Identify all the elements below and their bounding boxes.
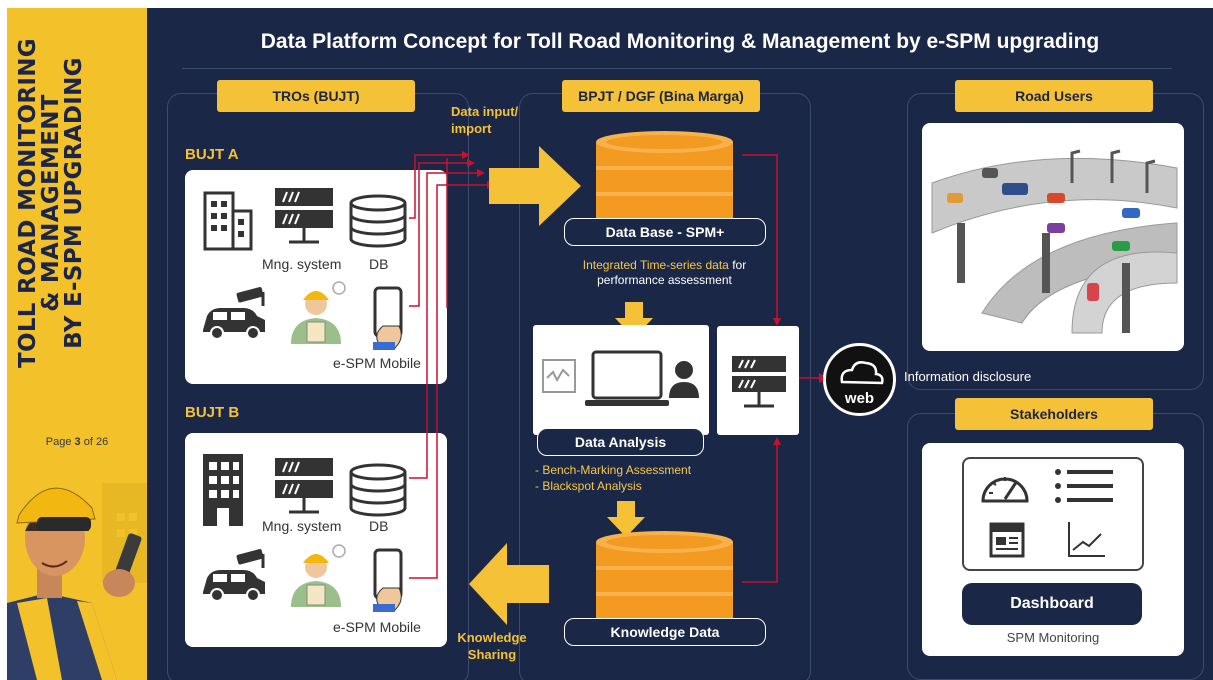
web-cloud-icon [823,343,896,416]
dashboard-frame [962,457,1144,571]
worker-illustration [7,483,147,680]
analysis-bullet-1: - Bench-Marking Assessment [535,463,692,477]
list-icon [1055,469,1113,503]
knowledge-sharing-label: Knowledge Sharing [450,629,534,663]
page-current: 3 [74,436,81,448]
bujt-a-db-label: DB [369,256,389,272]
information-disclosure-label: Information disclosure [904,369,1032,384]
bujt-a-label: BUJT A [185,146,239,163]
knowledge-sharing-label-line-2: Sharing [467,647,517,662]
server-icon [732,356,786,408]
sidebar-title-line-3: BY E-SPM UPGRADING [61,57,87,349]
bujt-b-mobile-label: e-SPM Mobile [333,619,421,635]
dashboard-button[interactable]: Dashboard [962,583,1142,625]
database-spm-cylinder-icon [596,131,733,220]
tros-header: TROs (BUJT) [217,80,415,112]
bujt-b-label: BUJT B [185,404,240,421]
knowledge-sharing-label-line-1: Knowledge [457,630,527,645]
sidebar-title: TOLL ROAD MONITORING & MANAGEMENT BY E-S… [15,33,87,373]
bujt-b-db-label: DB [369,518,389,534]
sidebar-title-line-1: TOLL ROAD MONITORING [15,38,41,368]
server-icon [275,458,333,514]
bpjt-header: BPJT / DGF (Bina Marga) [562,80,760,112]
office-building-icon [203,454,243,526]
document-icon [989,522,1025,558]
gauge-icon [981,477,1029,503]
road-users-card [922,123,1184,351]
cctv-car-icon [203,548,265,602]
bujt-a-mobile-label: e-SPM Mobile [333,355,421,371]
server-icon [275,188,333,244]
time-series-for: for [728,258,747,272]
highway-interchange-illustration [931,149,1178,334]
page-prefix: Page [45,436,72,448]
down-arrow-icon [615,302,653,338]
data-analysis-card [533,325,709,435]
bujt-b-mng-label: Mng. system [262,518,342,534]
sidebar-title-line-2: & MANAGEMENT [38,94,64,312]
analytics-workstation-icon [542,350,699,406]
office-building-icon [203,191,253,251]
database-icon [349,194,407,248]
time-series-description: Integrated Time-series data for performa… [552,258,777,288]
time-series-highlight: Integrated Time-series data [582,258,729,272]
title-divider [182,68,1172,69]
time-series-line-2: performance assessment [597,273,732,287]
field-inspector-icon [291,544,346,607]
road-users-header: Road Users [955,80,1153,112]
data-input-label-line-1: Data input/ [451,104,519,119]
page-total: of 26 [83,436,109,448]
page-indicator: Page 3 of 26 [7,436,147,448]
stakeholders-header: Stakeholders [955,398,1153,430]
mobile-phone-icon [373,548,403,612]
bujt-a-mng-label: Mng. system [262,256,342,272]
knowledge-data-cylinder-icon [596,531,733,620]
down-arrow-icon [607,501,645,537]
line-chart-icon [1068,522,1105,557]
knowledge-sharing-arrow [469,543,549,625]
sidebar: TOLL ROAD MONITORING & MANAGEMENT BY E-S… [7,8,147,680]
web-label: web [844,390,875,407]
mobile-phone-icon [373,286,403,350]
page-title: Data Platform Concept for Toll Road Moni… [260,30,1100,53]
knowledge-data-label: Knowledge Data [564,618,766,646]
data-analysis-label: Data Analysis [537,428,704,456]
field-inspector-icon [291,281,346,344]
analysis-bullet-2: - Blackspot Analysis [535,479,642,493]
data-input-label: Data input/ import [451,103,518,137]
cctv-car-icon [203,286,265,340]
data-input-arrow [489,146,581,226]
main-canvas: Data Platform Concept for Toll Road Moni… [147,8,1213,680]
spm-monitoring-caption: SPM Monitoring [1006,630,1100,645]
database-label: Data Base - SPM+ [564,218,766,246]
data-input-label-line-2: import [451,121,492,136]
database-icon [349,463,407,517]
